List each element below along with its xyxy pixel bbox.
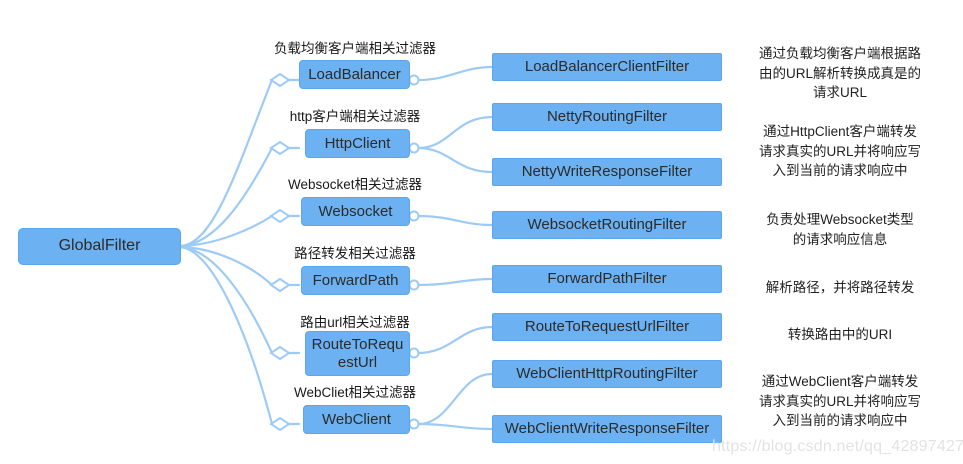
branch-label-loadbalancer: 负载均衡客户端相关过滤器: [274, 41, 436, 56]
link-root-forwardpath: [179, 245, 274, 287]
node-loadbalancerclientfilter-label: LoadBalancerClientFilter: [524, 58, 690, 76]
description-httpclient: 通过HttpClient客户端转发 请求真实的URL并将响应写 入到当前的请求响…: [758, 124, 921, 179]
description-websocket: 负责处理Websocket类型 的请求响应信息: [766, 212, 914, 247]
circle-marker-forwardpath: [408, 279, 420, 291]
link-webclient-leaf2: [416, 422, 494, 431]
circle-marker-webclient: [408, 418, 420, 430]
node-loadbalancer[interactable]: LoadBalancer: [299, 60, 410, 89]
circle-marker-httpclient: [408, 142, 420, 154]
node-forwardpathfilter[interactable]: ForwardPathFilter: [492, 265, 722, 293]
node-nettywriteresponsefilter-label: NettyWriteResponseFilter: [521, 163, 693, 181]
node-forwardpath-label: ForwardPath: [312, 271, 399, 289]
link-root-websocket: [179, 214, 274, 248]
link-root-webclient: [179, 245, 274, 426]
node-root-label: GlobalFilter: [58, 237, 141, 255]
diamond-marker-routetorequesturl: [269, 345, 291, 361]
node-loadbalancer-label: LoadBalancer: [308, 65, 401, 83]
node-nettyroutingfilter-label: NettyRoutingFilter: [546, 108, 668, 126]
description-forwardpath: 解析路径，并将路径转发: [765, 280, 915, 295]
circle-marker-routetorequesturl: [408, 347, 420, 359]
description-loadbalancer: 通过负载均衡客户端根据路 由的URL解析转换成真是的 请求URL: [758, 46, 921, 101]
node-webclienthttproutingfilter[interactable]: WebClientHttpRoutingFilter: [492, 360, 722, 388]
link-root-routetorequesturl: [179, 245, 274, 355]
branch-label-forwardpath: 路径转发相关过滤器: [294, 246, 416, 261]
link-forwardpath-leaf1: [416, 277, 494, 287]
node-nettywriteresponsefilter[interactable]: NettyWriteResponseFilter: [492, 158, 722, 186]
node-httpclient[interactable]: HttpClient: [305, 129, 410, 158]
node-websocket-label: Websocket: [318, 202, 393, 220]
diamond-marker-loadbalancer: [269, 72, 291, 88]
link-routetorequesturl-leaf1: [416, 325, 494, 355]
diamond-marker-forwardpath: [269, 277, 291, 293]
link-root-httpclient: [179, 146, 274, 248]
node-webclienthttproutingfilter-label: WebClientHttpRoutingFilter: [516, 365, 698, 383]
circle-marker-loadbalancer: [408, 74, 420, 86]
diamond-marker-websocket: [269, 208, 291, 224]
node-loadbalancerclientfilter[interactable]: LoadBalancerClientFilter: [492, 53, 722, 81]
link-httpclient-leaf1: [416, 115, 494, 150]
node-webclientwriteresponsefilter[interactable]: WebClientWriteResponseFilter: [492, 415, 722, 443]
branch-label-webclient: WebCliet相关过滤器: [293, 385, 417, 400]
branch-label-websocket: Websocket相关过滤器: [287, 177, 423, 192]
node-nettyroutingfilter[interactable]: NettyRoutingFilter: [492, 103, 722, 131]
node-webclientwriteresponsefilter-label: WebClientWriteResponseFilter: [504, 420, 710, 438]
node-forwardpath[interactable]: ForwardPath: [301, 266, 410, 295]
node-webclient[interactable]: WebClient: [303, 405, 410, 434]
node-routetorequesturlfilter-label: RouteToRequestUrlFilter: [524, 318, 690, 336]
circle-marker-websocket: [408, 210, 420, 222]
node-websocket[interactable]: Websocket: [301, 197, 410, 226]
watermark-text: https://blog.csdn.net/qq_42897427: [712, 438, 963, 455]
description-webclient: 通过WebClient客户端转发 请求真实的URL并将响应写 入到当前的请求响应…: [758, 374, 921, 429]
link-webclient-leaf1: [416, 372, 494, 426]
node-routetorequesturl[interactable]: RouteToRequ estUrl: [305, 331, 410, 376]
node-root-globalfilter[interactable]: GlobalFilter: [18, 228, 181, 265]
node-websocketroutingfilter[interactable]: WebsocketRoutingFilter: [492, 211, 722, 239]
node-httpclient-label: HttpClient: [324, 134, 391, 152]
node-webclient-label: WebClient: [322, 410, 391, 428]
node-routetorequesturlfilter[interactable]: RouteToRequestUrlFilter: [492, 313, 722, 341]
branch-label-httpclient: http客户端相关过滤器: [289, 109, 421, 124]
branch-label-routetorequesturl: 路由url相关过滤器: [300, 315, 410, 330]
description-routetorequesturl: 转换路由中的URI: [787, 327, 893, 342]
node-websocketroutingfilter-label: WebsocketRoutingFilter: [527, 216, 687, 234]
link-httpclient-leaf2: [416, 146, 494, 174]
node-routetorequesturl-label: RouteToRequ estUrl: [311, 336, 404, 371]
link-loadbalancer-leaf1: [416, 65, 494, 82]
diamond-marker-webclient: [269, 416, 291, 432]
diamond-marker-httpclient: [269, 140, 291, 156]
node-forwardpathfilter-label: ForwardPathFilter: [547, 270, 667, 288]
link-websocket-leaf1: [416, 214, 494, 227]
link-root-loadbalancer: [179, 78, 274, 248]
